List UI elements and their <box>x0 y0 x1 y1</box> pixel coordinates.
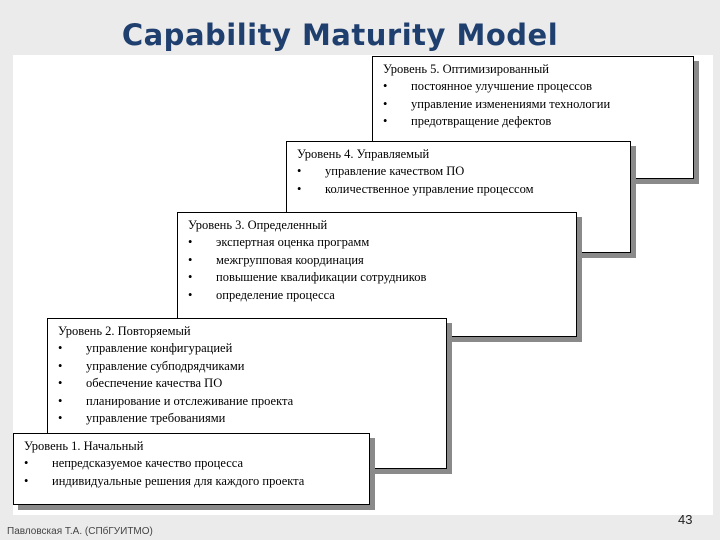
level-2-title: Уровень 2. Повторяемый <box>58 324 191 338</box>
page-number: 43 <box>678 512 693 527</box>
level-5-box: Уровень 5. Оптимизированный •постоянное … <box>372 56 694 179</box>
level-5-item: •постоянное улучшение процессов <box>383 78 685 96</box>
bullet-icon: • <box>58 358 63 373</box>
level-1-box: Уровень 1. Начальный •непредсказуемое ка… <box>13 433 370 505</box>
bullet-icon: • <box>383 79 388 93</box>
level-3-item: •повышение квалификации сотрудников <box>188 269 568 287</box>
bullet-icon: • <box>383 114 388 129</box>
level-3-item: •экспертная оценка программ <box>188 234 568 252</box>
level-1-item: •непредсказуемое качество процесса <box>24 455 361 473</box>
bullet-icon: • <box>58 341 63 355</box>
level-5-item: •предотвращение дефектов <box>383 113 685 131</box>
footer-author: Павловская Т.А. (СПбГУИТМО) <box>7 526 153 537</box>
level-5-title: Уровень 5. Оптимизированный <box>383 62 549 76</box>
level-2-item: •управление субподрядчиками <box>58 358 438 376</box>
slide-title: Capability Maturity Model <box>121 18 559 52</box>
level-1-title: Уровень 1. Начальный <box>24 439 144 453</box>
bullet-icon: • <box>188 235 193 249</box>
bullet-icon: • <box>297 164 302 178</box>
level-2-item: •управление требованиями <box>58 410 438 428</box>
level-3-item: •межгрупповая координация <box>188 252 568 270</box>
bullet-icon: • <box>58 376 63 391</box>
bullet-icon: • <box>188 252 193 267</box>
level-2-item: •планирование и отслеживание проекта <box>58 393 438 411</box>
level-4-title: Уровень 4. Управляемый <box>297 147 430 161</box>
level-2-item: •обеспечение качества ПО <box>58 375 438 393</box>
level-1-item: •индивидуальные решения для каждого прое… <box>24 473 361 491</box>
bullet-icon: • <box>383 96 388 111</box>
level-4-item: •управление качеством ПО <box>297 163 622 181</box>
bullet-icon: • <box>24 473 29 488</box>
level-4-item: •количественное управление процессом <box>297 181 622 199</box>
bullet-icon: • <box>297 181 302 196</box>
bullet-icon: • <box>58 393 63 408</box>
bullet-icon: • <box>24 456 29 470</box>
bullet-icon: • <box>188 270 193 285</box>
bullet-icon: • <box>188 287 193 302</box>
bullet-icon: • <box>58 411 63 426</box>
level-3-item: •определение процесса <box>188 287 568 305</box>
level-5-item: •управление изменениями технологии <box>383 96 685 114</box>
level-2-item: •управление конфигурацией <box>58 340 438 358</box>
level-3-title: Уровень 3. Определенный <box>188 218 328 232</box>
